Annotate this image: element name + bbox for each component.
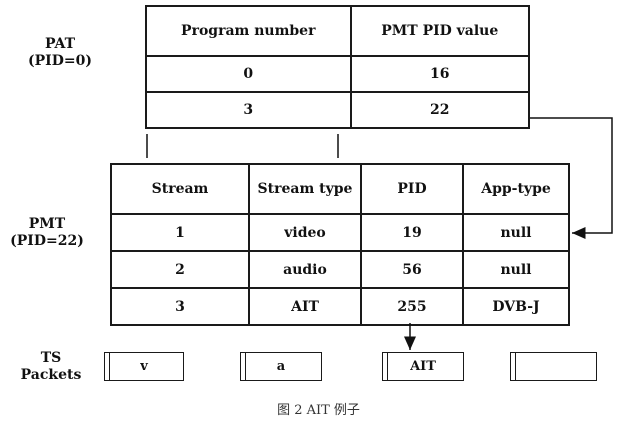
ts-packet-label: a: [276, 359, 286, 374]
pmt-cell: video: [248, 213, 362, 252]
pmt-cell: 2: [110, 250, 250, 289]
pmt-cell: DVB-J: [462, 287, 570, 326]
pat-label-pid: (PID=0): [28, 53, 92, 69]
pmt-header-cell: Stream type: [248, 163, 362, 215]
pmt-cell: AIT: [248, 287, 362, 326]
packet-header-divider: [109, 352, 110, 381]
pmt-table: Stream Stream type PID App-type 1 video …: [110, 163, 570, 326]
ts-label: TS Packets: [12, 350, 90, 384]
pmt-label-title: PMT: [28, 216, 66, 232]
pat-cell: 16: [349, 55, 531, 93]
ts-packet-audio: a: [240, 352, 322, 381]
pmt-header-cell: Stream: [110, 163, 250, 215]
pmt-cell: audio: [248, 250, 362, 289]
table-row: 3 AIT 255 DVB-J: [110, 287, 570, 326]
pmt-cell: 3: [110, 287, 250, 326]
pmt-header-cell: App-type: [462, 163, 570, 215]
pmt-cell: 19: [360, 213, 464, 252]
ts-packet-ait: AIT: [382, 352, 464, 381]
table-row: 3 22: [145, 91, 531, 129]
pmt-cell: 56: [360, 250, 464, 289]
pat-to-pmt-arrow: [530, 117, 613, 239]
pat-label-title: PAT: [44, 36, 76, 52]
table-row: 2 audio 56 null: [110, 250, 570, 289]
ts-packet-label: v: [140, 359, 148, 374]
pat-label: PAT (PID=0): [28, 36, 92, 70]
table-row: 1 video 19 null: [110, 213, 570, 252]
ts-label-title: TS: [40, 350, 62, 366]
pmt-label: PMT (PID=22): [2, 216, 92, 250]
pmt-header-row: Stream Stream type PID App-type: [110, 163, 570, 215]
pat-cell: 0: [145, 55, 352, 93]
pat-header-row: Program number PMT PID value: [145, 5, 531, 57]
pat-header-cell: Program number: [145, 5, 352, 57]
figure-caption: 图 2 AIT 例子: [277, 403, 360, 418]
packet-header-divider: [245, 352, 246, 381]
pat-cell: 22: [349, 91, 531, 129]
pat-cell: 3: [145, 91, 352, 129]
pmt-cell: 1: [110, 213, 250, 252]
pat-header-cell: PMT PID value: [349, 5, 531, 57]
pmt-cell: null: [462, 250, 570, 289]
ts-packet-video: v: [104, 352, 184, 381]
pmt-cell: 255: [360, 287, 464, 326]
pmt-header-cell: PID: [360, 163, 464, 215]
packet-header-divider: [515, 352, 516, 381]
table-row: 0 16: [145, 55, 531, 93]
pat-table: Program number PMT PID value 0 16 3 22: [145, 5, 531, 129]
pmt-label-pid: (PID=22): [10, 233, 84, 249]
ts-label-packets: Packets: [20, 367, 82, 383]
packet-header-divider: [387, 352, 388, 381]
pmt-cell: null: [462, 213, 570, 252]
ts-packet-other: [510, 352, 597, 381]
ts-packet-label: AIT: [410, 359, 436, 374]
